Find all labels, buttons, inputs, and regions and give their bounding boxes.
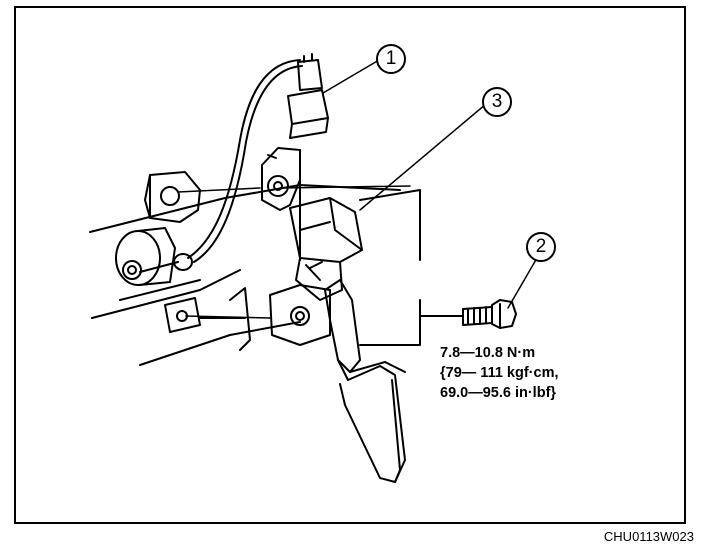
callout-3: 3 [482,87,512,117]
accelerator-position-sensor [289,197,363,301]
dash-edge [229,189,421,351]
wire-harness [187,59,303,263]
mount-bracket-upper [144,171,201,223]
mount-bracket-lower [164,297,246,333]
torque-line-imperial: 69.0—95.6 in·lbf} [440,385,557,401]
figure-code: CHU0113W023 [603,529,694,544]
torque-line-metric: 7.8—10.8 N·m [440,345,536,361]
pedal-mount-plate [269,284,331,346]
callout-1: 1 [376,44,406,74]
torque-line-kgf: {79— 111 kgf·cm, [440,365,559,381]
callout-2: 2 [526,232,556,262]
torque-specification: 7.8—10.8 N·m {79— 111 kgf·cm, 69.0—95.6 … [440,343,559,403]
leader-lines [177,59,538,319]
diagram-frame [14,6,686,524]
connector-1 [287,53,329,139]
pedal-bracket [261,147,301,261]
bolt-2 [419,299,517,329]
sensor-connector-left [115,227,193,286]
accelerator-pedal [324,279,406,483]
